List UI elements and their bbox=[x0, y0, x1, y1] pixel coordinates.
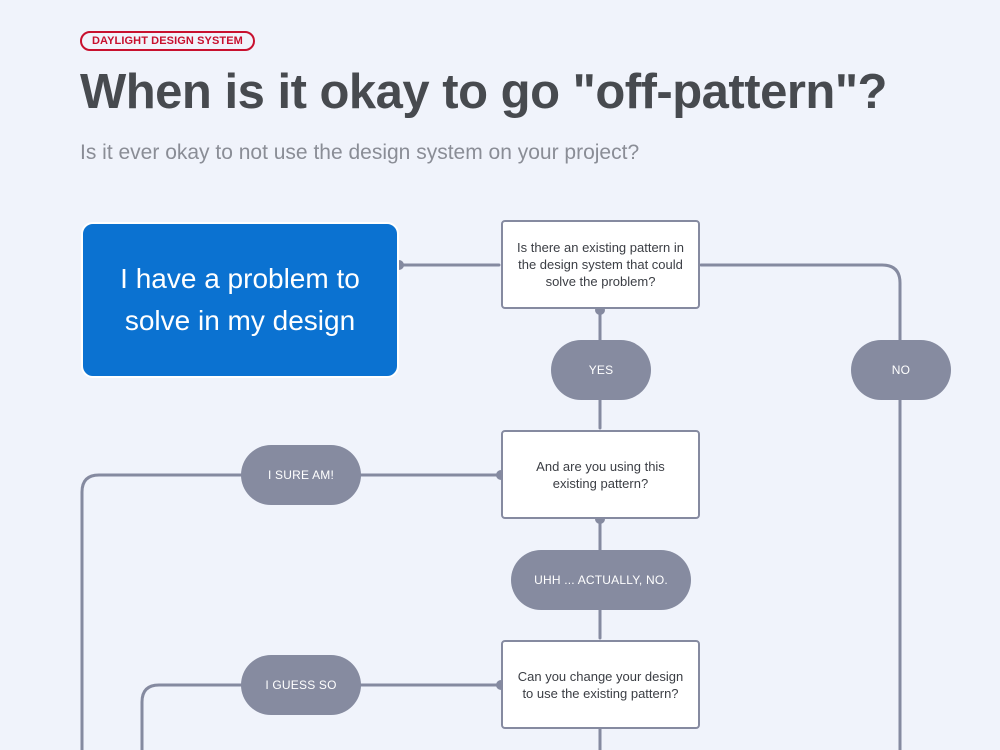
question-label: Is there an existing pattern in the desi… bbox=[517, 240, 684, 289]
connector-q2-to-sure bbox=[80, 473, 503, 750]
page-title: When is it okay to go "off-pattern"? bbox=[80, 65, 888, 119]
question-using-pattern: And are you using this existing pattern? bbox=[501, 430, 700, 519]
answer-actually-no: UHH ... ACTUALLY, NO. bbox=[511, 550, 691, 610]
answer-label: YES bbox=[588, 363, 614, 377]
connector-q1-to-no bbox=[699, 263, 902, 750]
start-node: I have a problem to solve in my design bbox=[81, 222, 399, 378]
page-subtitle: Is it ever okay to not use the design sy… bbox=[80, 141, 640, 164]
question-change-design: Can you change your design to use the ex… bbox=[501, 640, 700, 729]
question-label: And are you using this existing pattern? bbox=[536, 458, 665, 491]
answer-label: NO bbox=[891, 363, 911, 377]
answer-i-sure-am: I SURE AM! bbox=[241, 445, 361, 505]
answer-label: UHH ... ACTUALLY, NO. bbox=[534, 573, 668, 587]
question-label: Can you change your design to use the ex… bbox=[517, 668, 684, 701]
answer-yes: YES bbox=[551, 340, 651, 400]
answer-label: I SURE AM! bbox=[267, 468, 334, 482]
answer-no: NO bbox=[851, 340, 951, 400]
answer-label: I GUESS SO bbox=[265, 678, 337, 692]
question-existing-pattern: Is there an existing pattern in the desi… bbox=[501, 220, 700, 309]
answer-i-guess-so: I GUESS SO bbox=[241, 655, 361, 715]
brand-badge: DAYLIGHT DESIGN SYSTEM bbox=[80, 31, 255, 51]
connector-q3-to-guess bbox=[140, 683, 503, 750]
start-node-label: I have a problem to solve in my design bbox=[120, 263, 360, 336]
